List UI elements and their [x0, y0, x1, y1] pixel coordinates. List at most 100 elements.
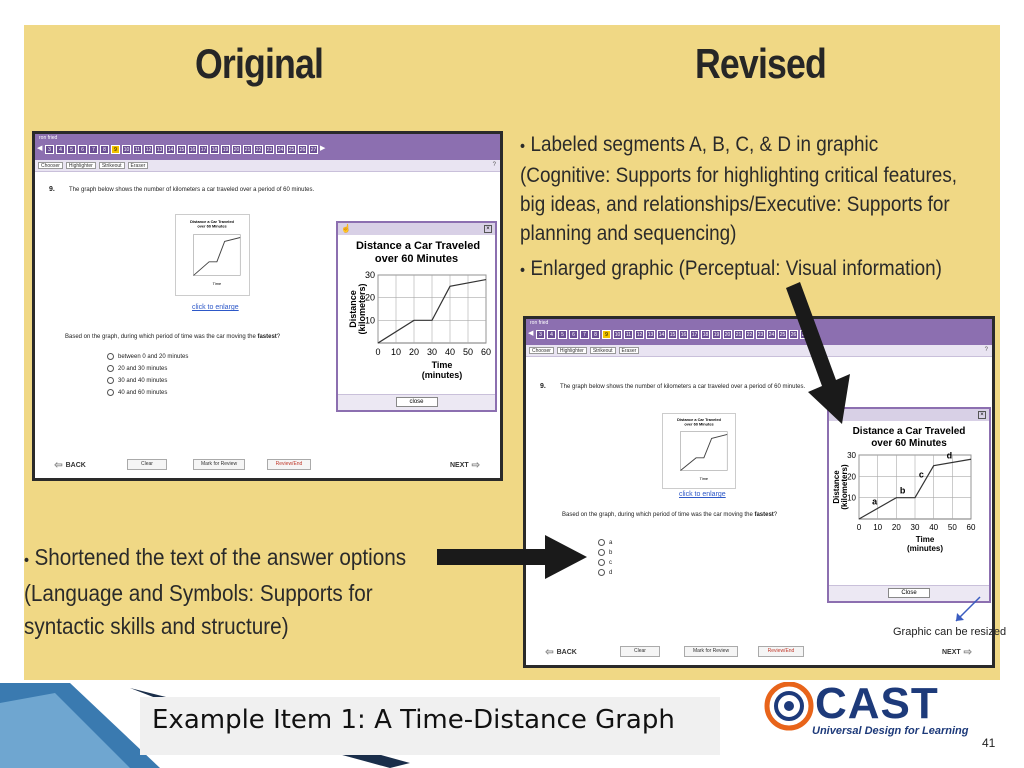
radio-button[interactable]: [107, 389, 114, 396]
question-nav-item[interactable]: 5: [67, 144, 76, 154]
answer-option[interactable]: 20 and 30 minutes: [107, 365, 188, 372]
question-nav-item[interactable]: 8: [100, 144, 109, 154]
thumb-xlabel: Time: [700, 476, 708, 481]
question-nav-item[interactable]: 26: [789, 329, 798, 339]
question-nav-item[interactable]: 26: [298, 144, 307, 154]
radio-button[interactable]: [107, 353, 114, 360]
answer-option[interactable]: a: [598, 539, 612, 546]
question-nav-item[interactable]: 9: [111, 144, 120, 154]
answer-option[interactable]: 40 and 60 minutes: [107, 389, 188, 396]
answer-option[interactable]: d: [598, 569, 612, 576]
mark-for-review-button[interactable]: Mark for Review: [193, 459, 245, 470]
thumbnail-chart-original[interactable]: Distance a Car Traveled over 60 Minutes …: [175, 214, 250, 296]
question-nav-item[interactable]: 25: [287, 144, 296, 154]
question-nav-item[interactable]: 24: [276, 144, 285, 154]
question-nav-item[interactable]: 21: [734, 329, 743, 339]
question-nav-item[interactable]: 22: [745, 329, 754, 339]
question-nav-item[interactable]: 7: [89, 144, 98, 154]
answer-option[interactable]: c: [598, 559, 612, 566]
question-nav-item[interactable]: 27: [309, 144, 318, 154]
question-nav-item[interactable]: 11: [133, 144, 142, 154]
back-button[interactable]: ⇦BACK: [41, 458, 99, 472]
question-nav-item[interactable]: 10: [613, 329, 622, 339]
question-nav-item[interactable]: 6: [569, 329, 578, 339]
question-nav-item[interactable]: 7: [580, 329, 589, 339]
question-nav-item[interactable]: 21: [243, 144, 252, 154]
question-nav-item[interactable]: 6: [78, 144, 87, 154]
radio-button[interactable]: [598, 539, 605, 546]
radio-button[interactable]: [598, 569, 605, 576]
question-nav-item[interactable]: 9: [602, 329, 611, 339]
question-nav-item[interactable]: 13: [646, 329, 655, 339]
question-nav-item[interactable]: 16: [679, 329, 688, 339]
popup-close-icon[interactable]: ×: [484, 225, 492, 233]
question-nav-item[interactable]: 17: [199, 144, 208, 154]
tool-button[interactable]: Eraser: [127, 162, 149, 169]
thumbnail-chart-revised[interactable]: Distance a Car Traveled over 60 Minutes …: [662, 413, 736, 489]
close-button[interactable]: close: [395, 397, 438, 407]
question-nav-item[interactable]: 18: [210, 144, 219, 154]
question-nav-item[interactable]: 4: [547, 329, 556, 339]
question-nav-item[interactable]: 8: [591, 329, 600, 339]
question-nav-item[interactable]: 18: [701, 329, 710, 339]
question-nav-item[interactable]: 20: [723, 329, 732, 339]
question-nav-item[interactable]: 3: [45, 144, 54, 154]
answer-option[interactable]: b: [598, 549, 612, 556]
next-button[interactable]: NEXT⇨: [436, 458, 494, 472]
question-nav-item[interactable]: 23: [265, 144, 274, 154]
question-nav-item[interactable]: 20: [232, 144, 241, 154]
mark-for-review-button[interactable]: Mark for Review: [684, 646, 738, 657]
tool-button[interactable]: Eraser: [618, 347, 640, 354]
clear-button[interactable]: Clear: [620, 646, 660, 657]
question-nav-item[interactable]: 16: [188, 144, 197, 154]
next-button[interactable]: NEXT⇨: [928, 645, 986, 659]
question-nav-item[interactable]: 25: [778, 329, 787, 339]
question-nav-item[interactable]: 19: [712, 329, 721, 339]
enlarge-link[interactable]: click to enlarge: [192, 304, 239, 311]
question-nav-item[interactable]: 14: [166, 144, 175, 154]
enlarge-link[interactable]: click to enlarge: [679, 491, 726, 498]
question-nav-item[interactable]: 15: [668, 329, 677, 339]
answer-option[interactable]: between 0 and 20 minutes: [107, 353, 188, 360]
help-button[interactable]: ?: [984, 347, 988, 353]
question-nav-item[interactable]: 14: [657, 329, 666, 339]
radio-button[interactable]: [107, 377, 114, 384]
help-button[interactable]: ?: [492, 162, 496, 168]
question-nav-item[interactable]: 24: [767, 329, 776, 339]
answer-option[interactable]: 30 and 40 minutes: [107, 377, 188, 384]
question-nav-item[interactable]: 12: [144, 144, 153, 154]
question-nav-item[interactable]: 17: [690, 329, 699, 339]
radio-button[interactable]: [598, 559, 605, 566]
review-end-button[interactable]: Review/End: [267, 459, 311, 470]
question-nav-item[interactable]: 11: [624, 329, 633, 339]
question-nav-item[interactable]: 23: [756, 329, 765, 339]
nav-next-icon[interactable]: ▶: [320, 145, 326, 152]
question-nav-item[interactable]: 10: [122, 144, 131, 154]
radio-button[interactable]: [598, 549, 605, 556]
x-tick-label: 50: [463, 347, 473, 357]
review-end-button[interactable]: Review/End: [758, 646, 804, 657]
popup-close-icon[interactable]: ×: [978, 411, 986, 419]
tool-button[interactable]: Strikeout: [98, 162, 125, 169]
back-button[interactable]: ⇦BACK: [532, 645, 590, 659]
tool-button[interactable]: Chooser: [529, 347, 554, 354]
tool-button[interactable]: Highlighter: [556, 347, 587, 354]
tool-button[interactable]: Highlighter: [65, 162, 96, 169]
close-button[interactable]: Close: [888, 588, 930, 598]
question-nav-item[interactable]: 3: [536, 329, 545, 339]
tool-button[interactable]: Strikeout: [589, 347, 616, 354]
nav-prev-icon[interactable]: ◀: [528, 330, 534, 337]
question-nav-item[interactable]: 12: [635, 329, 644, 339]
question-nav-item[interactable]: 5: [558, 329, 567, 339]
question-nav-item[interactable]: 4: [56, 144, 65, 154]
question-nav-item[interactable]: 13: [155, 144, 164, 154]
question-nav-item[interactable]: 22: [254, 144, 263, 154]
radio-button[interactable]: [107, 365, 114, 372]
question-nav-item[interactable]: 19: [221, 144, 230, 154]
nav-prev-icon[interactable]: ◀: [37, 145, 43, 152]
question-nav-item[interactable]: 15: [177, 144, 186, 154]
tool-button[interactable]: Chooser: [38, 162, 63, 169]
clear-button[interactable]: Clear: [127, 459, 167, 470]
